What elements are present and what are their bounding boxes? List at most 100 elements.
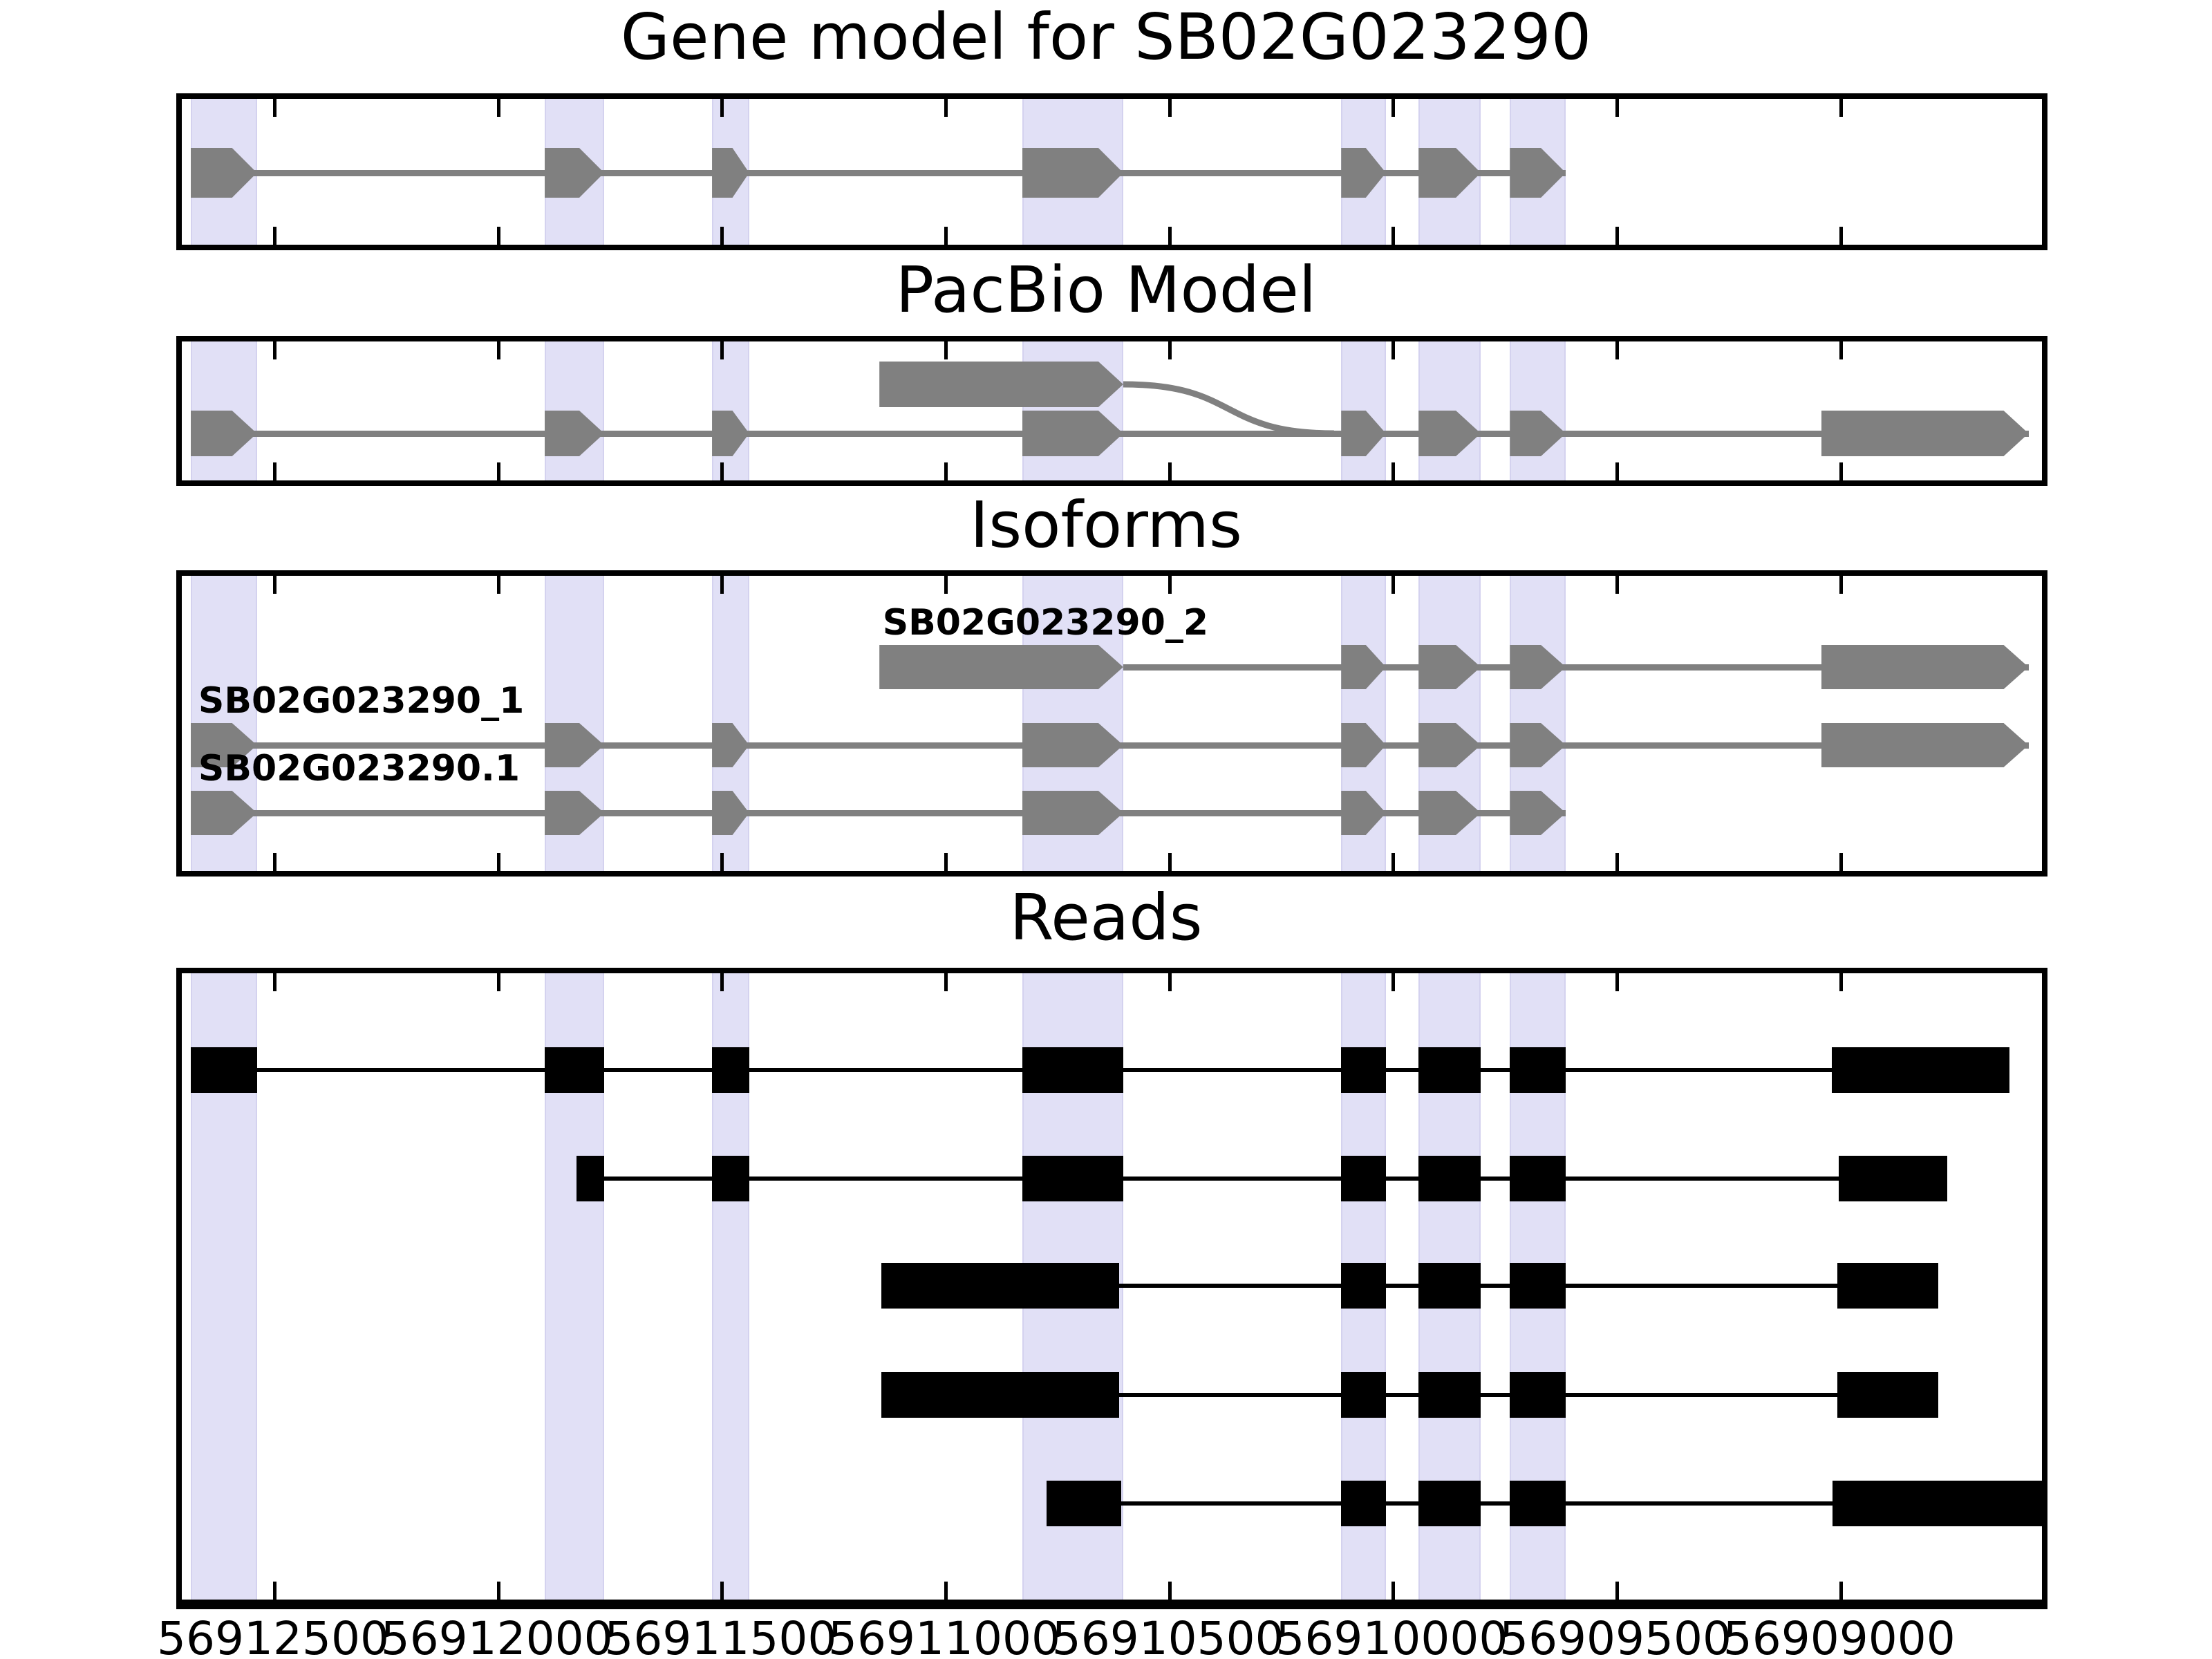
isoform-SB02G023290_1-exon	[1821, 723, 2029, 767]
read-5-exon	[1046, 1481, 1121, 1526]
axis-tick	[273, 99, 276, 117]
axis-tick	[496, 576, 500, 594]
read-1-exon	[190, 1047, 257, 1093]
axis-tick	[1391, 99, 1396, 117]
read-3-exon	[881, 1263, 1120, 1309]
axis-tick	[1168, 341, 1172, 359]
axis-tick	[1391, 1582, 1396, 1600]
axis-tick	[720, 853, 724, 871]
read-1-exon	[1341, 1047, 1386, 1093]
read-3-exon	[1837, 1263, 1939, 1309]
axis-tick	[944, 1582, 948, 1600]
axis-tick	[720, 1582, 724, 1600]
isoform-SB02G023290.1-intron-line	[190, 809, 1566, 816]
panel-reads	[176, 968, 2047, 1609]
isoform-SB02G023290_2-intron-line	[1123, 664, 2029, 671]
axis-tick	[1391, 853, 1396, 871]
read-4-exon	[1837, 1372, 1939, 1418]
axis-tick	[1391, 462, 1396, 480]
axis-tick	[1615, 853, 1620, 871]
axis-tick	[720, 99, 724, 117]
axis-tick-label: 56909500	[1499, 1612, 1732, 1659]
title-gene-model: Gene model for SB02G023290	[620, 0, 1592, 74]
axis-tick	[273, 973, 276, 991]
axis-tick	[1168, 576, 1172, 594]
panel-gene-model	[176, 93, 2047, 250]
axis-tick	[496, 341, 500, 359]
axis-tick	[720, 462, 724, 480]
axis-tick-label: 56911500	[604, 1612, 837, 1659]
axis-tick	[1839, 462, 1843, 480]
isoform-SB02G023290_2-exon	[879, 645, 1123, 689]
isoform-label: SB02G023290.1	[198, 748, 521, 789]
read-3-exon	[1418, 1263, 1481, 1309]
axis-tick	[273, 576, 276, 594]
read-5-exon	[1418, 1481, 1481, 1526]
axis-tick	[1839, 1582, 1843, 1600]
axis-tick	[944, 462, 948, 480]
axis-tick	[1615, 462, 1620, 480]
axis-tick	[273, 853, 276, 871]
axis-tick	[496, 99, 500, 117]
axis-tick	[720, 576, 724, 594]
read-2-exon	[576, 1156, 605, 1201]
axis-tick	[720, 227, 724, 245]
axis-tick	[496, 227, 500, 245]
axis-tick	[944, 576, 948, 594]
splice-curve	[1123, 381, 1334, 437]
axis-tick	[1839, 227, 1843, 245]
axis-tick-label: 56909000	[1723, 1612, 1956, 1659]
axis-tick	[1391, 227, 1396, 245]
axis-tick	[1391, 973, 1396, 991]
axis-tick	[496, 973, 500, 991]
axis-tick	[944, 227, 948, 245]
read-2-exon	[1418, 1156, 1481, 1201]
read-1-exon	[1418, 1047, 1481, 1093]
axis-tick	[1615, 227, 1620, 245]
axis-tick	[1615, 99, 1620, 117]
read-2-intron-line	[604, 1177, 1839, 1181]
axis-tick	[1839, 576, 1843, 594]
title-isoforms: Isoforms	[970, 488, 1242, 562]
axis-tick	[496, 1582, 500, 1600]
axis-tick-label: 56912000	[380, 1612, 613, 1659]
read-4-exon	[881, 1372, 1120, 1418]
isoform-label: SB02G023290_2	[882, 602, 1209, 644]
read-3-exon	[1510, 1263, 1566, 1309]
axis-tick	[1168, 99, 1172, 117]
read-2-exon	[712, 1156, 749, 1201]
axis-tick	[1168, 973, 1172, 991]
axis-tick-label: 56910000	[1275, 1612, 1508, 1659]
read-5-exon	[1833, 1481, 2042, 1526]
panel-pacbio	[176, 336, 2047, 486]
axis-tick	[1839, 341, 1843, 359]
pacbio-main-transcript-exon	[1022, 411, 1123, 456]
isoform-SB02G023290_1-exon	[1022, 723, 1123, 767]
read-1-exon	[1831, 1047, 2009, 1093]
axis-tick	[1168, 1582, 1172, 1600]
axis-tick-label: 56910500	[1051, 1612, 1284, 1659]
isoform-SB02G023290.1-exon	[1022, 791, 1123, 835]
axis-tick	[944, 853, 948, 871]
read-5-exon	[1341, 1481, 1386, 1526]
read-2-exon	[1341, 1156, 1386, 1201]
read-1-exon	[544, 1047, 605, 1093]
read-4-exon	[1510, 1372, 1566, 1418]
title-pacbio: PacBio Model	[895, 253, 1317, 327]
read-2-exon	[1510, 1156, 1566, 1201]
read-3-exon	[1341, 1263, 1386, 1309]
axis-tick	[273, 227, 276, 245]
pacbio-alt-first-exon-exon	[879, 362, 1123, 407]
axis-tick	[273, 462, 276, 480]
axis-tick	[1168, 227, 1172, 245]
axis-tick-label: 56912500	[157, 1612, 389, 1659]
axis-tick	[1168, 853, 1172, 871]
axis-tick	[944, 341, 948, 359]
read-1-exon	[1510, 1047, 1566, 1093]
read-4-exon	[1418, 1372, 1481, 1418]
read-4-exon	[1341, 1372, 1386, 1418]
axis-tick	[944, 99, 948, 117]
axis-tick	[1839, 99, 1843, 117]
